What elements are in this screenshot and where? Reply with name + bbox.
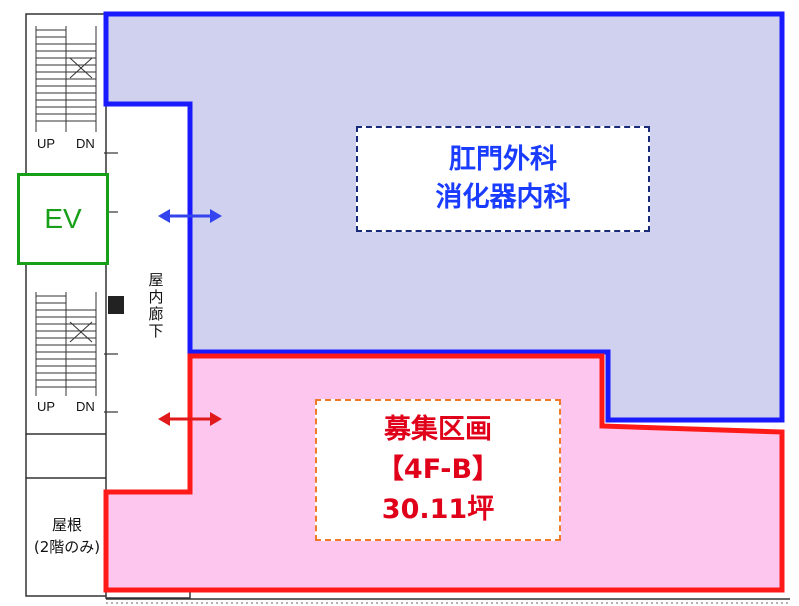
recruitment-line3: 30.11坪 xyxy=(381,494,495,525)
access-arrow-recruitment xyxy=(158,412,222,426)
stair-treads-top xyxy=(35,26,97,132)
corridor-label: 屋内廊下 xyxy=(140,272,170,345)
stair-up-label-top: UP xyxy=(37,136,56,151)
stair-down-label-bottom: DN xyxy=(76,399,95,414)
recruitment-label: 募集区画 【4F-B】 30.11坪 xyxy=(315,399,561,541)
roof-area xyxy=(25,477,109,597)
stair-up-label-bottom: UP xyxy=(37,399,56,414)
elevator-label: EV xyxy=(17,173,109,265)
access-arrow-existing xyxy=(158,209,222,223)
recruitment-line1: 募集区画 xyxy=(384,414,492,445)
existing-tenant-line2: 消化器内科 xyxy=(435,182,571,213)
elevator-text: EV xyxy=(44,203,82,234)
recruitment-line2: 【4F-B】 xyxy=(376,454,500,485)
stair-treads-bottom xyxy=(35,292,97,396)
roof-label-line2: (2階のみ) xyxy=(33,538,101,556)
stair-area-top xyxy=(25,13,109,175)
roof-label-line1: 屋根 xyxy=(51,516,82,534)
stair-area-bottom xyxy=(25,263,109,435)
stair-down-label-top: DN xyxy=(76,136,95,151)
roof-label: 屋根 (2階のみ) xyxy=(26,514,108,558)
column-mark xyxy=(108,296,124,314)
existing-tenant-line1: 肛門外科 xyxy=(449,144,557,175)
existing-tenant-label: 肛門外科 消化器内科 xyxy=(356,126,650,232)
corridor-text: 屋内廊下 xyxy=(146,272,165,340)
